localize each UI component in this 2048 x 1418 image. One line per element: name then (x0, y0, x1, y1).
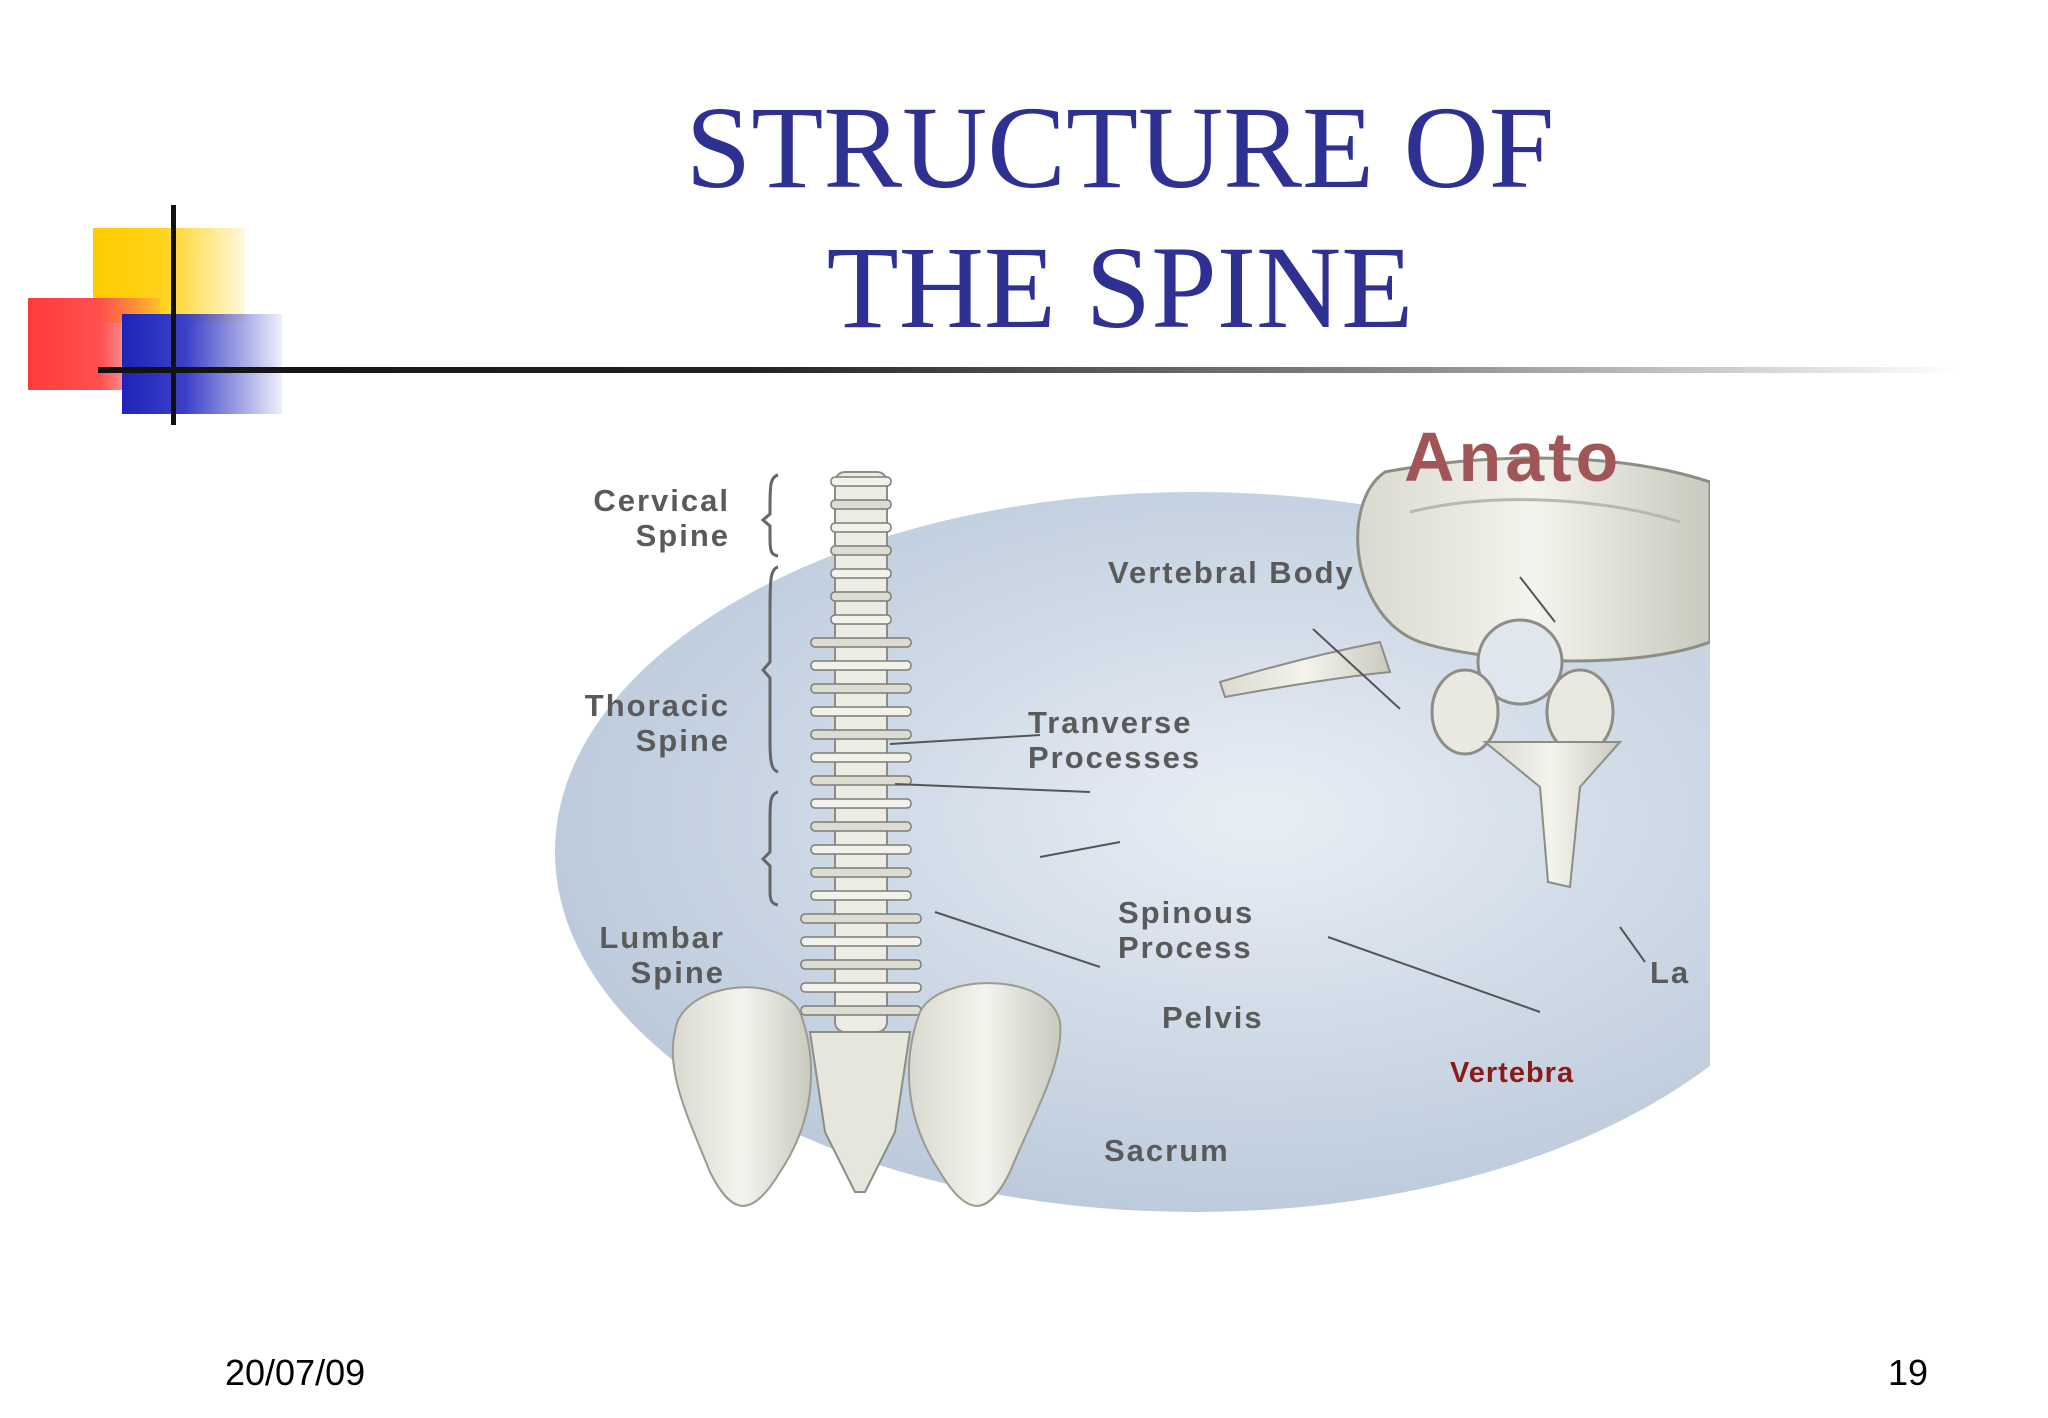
figure-corner-title: Anato (1404, 418, 1623, 496)
footer-date: 20/07/09 (225, 1352, 366, 1393)
label-spinous-process: Spinous Process (1118, 895, 1255, 965)
label-lumbar-spine: Lumbar Spine (599, 920, 725, 990)
blue-square (122, 314, 282, 414)
spine-anatomy-figure (555, 456, 1710, 1212)
page-number: 19 (1888, 1352, 1929, 1393)
label-lamina: La (1650, 955, 1691, 990)
vertebra-drawing (1218, 456, 1710, 889)
label-pelvis: Pelvis (1162, 1000, 1264, 1035)
label-vertebral-body: Vertebral Body (1108, 555, 1355, 590)
leader-lines (889, 576, 1646, 1013)
label-cervical-spine: Cervical Spine (593, 483, 730, 553)
label-sacrum: Sacrum (1104, 1133, 1230, 1168)
brackets (760, 473, 779, 907)
label-transverse-processes: Tranverse Processes (1028, 705, 1202, 775)
slide-title: STRUCTURE OF THE SPINE (685, 82, 1555, 353)
vertical-rule (171, 205, 176, 425)
pelvis-drawing (671, 982, 1062, 1207)
title-underline (98, 367, 1958, 373)
label-thoracic-spine: Thoracic Spine (584, 688, 730, 758)
label-vertebra: Vertebra (1450, 1057, 1575, 1089)
